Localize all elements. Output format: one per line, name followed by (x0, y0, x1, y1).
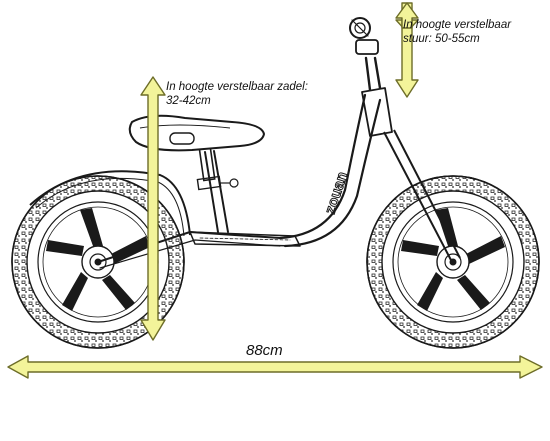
handlebar-height-label: In hoogte verstelbaar (403, 19, 512, 31)
saddle (128, 114, 265, 152)
length-arrow (7, 355, 543, 379)
footrest-deck (189, 231, 301, 247)
saddle-height-range: 32-42cm (166, 95, 211, 107)
saddle-height-arrow (140, 76, 166, 341)
handlebar-height-arrow (395, 2, 419, 98)
handlebar (349, 17, 382, 92)
front-spokes (401, 208, 505, 311)
front-wheel (366, 175, 540, 349)
frame-brand-text: zouan (322, 170, 352, 216)
total-length-label: 88cm (246, 342, 283, 359)
handlebar-grip (349, 17, 371, 39)
rear-spokes (46, 208, 150, 311)
bike-frame (97, 87, 393, 269)
handlebar-height-range: stuur: 50-55cm (403, 33, 480, 45)
saddle-height-label: In hoogte verstelbaar zadel: (166, 81, 308, 93)
front-fork (383, 129, 461, 263)
